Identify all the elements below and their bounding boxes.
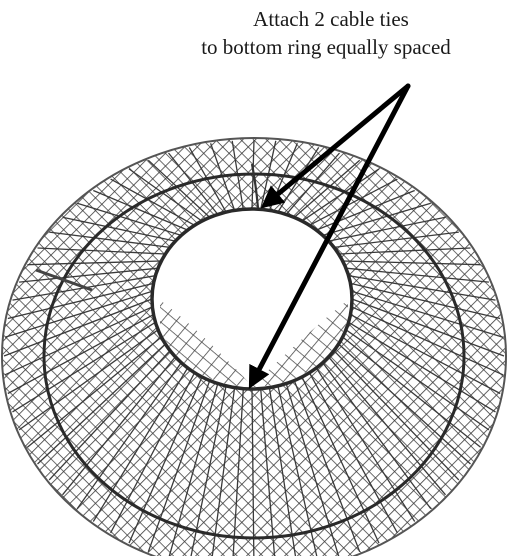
caption-line-1: Attach 2 cable ties [150, 6, 512, 32]
mesh-body [2, 138, 506, 556]
caption-line-2: to bottom ring equally spaced [140, 34, 512, 60]
